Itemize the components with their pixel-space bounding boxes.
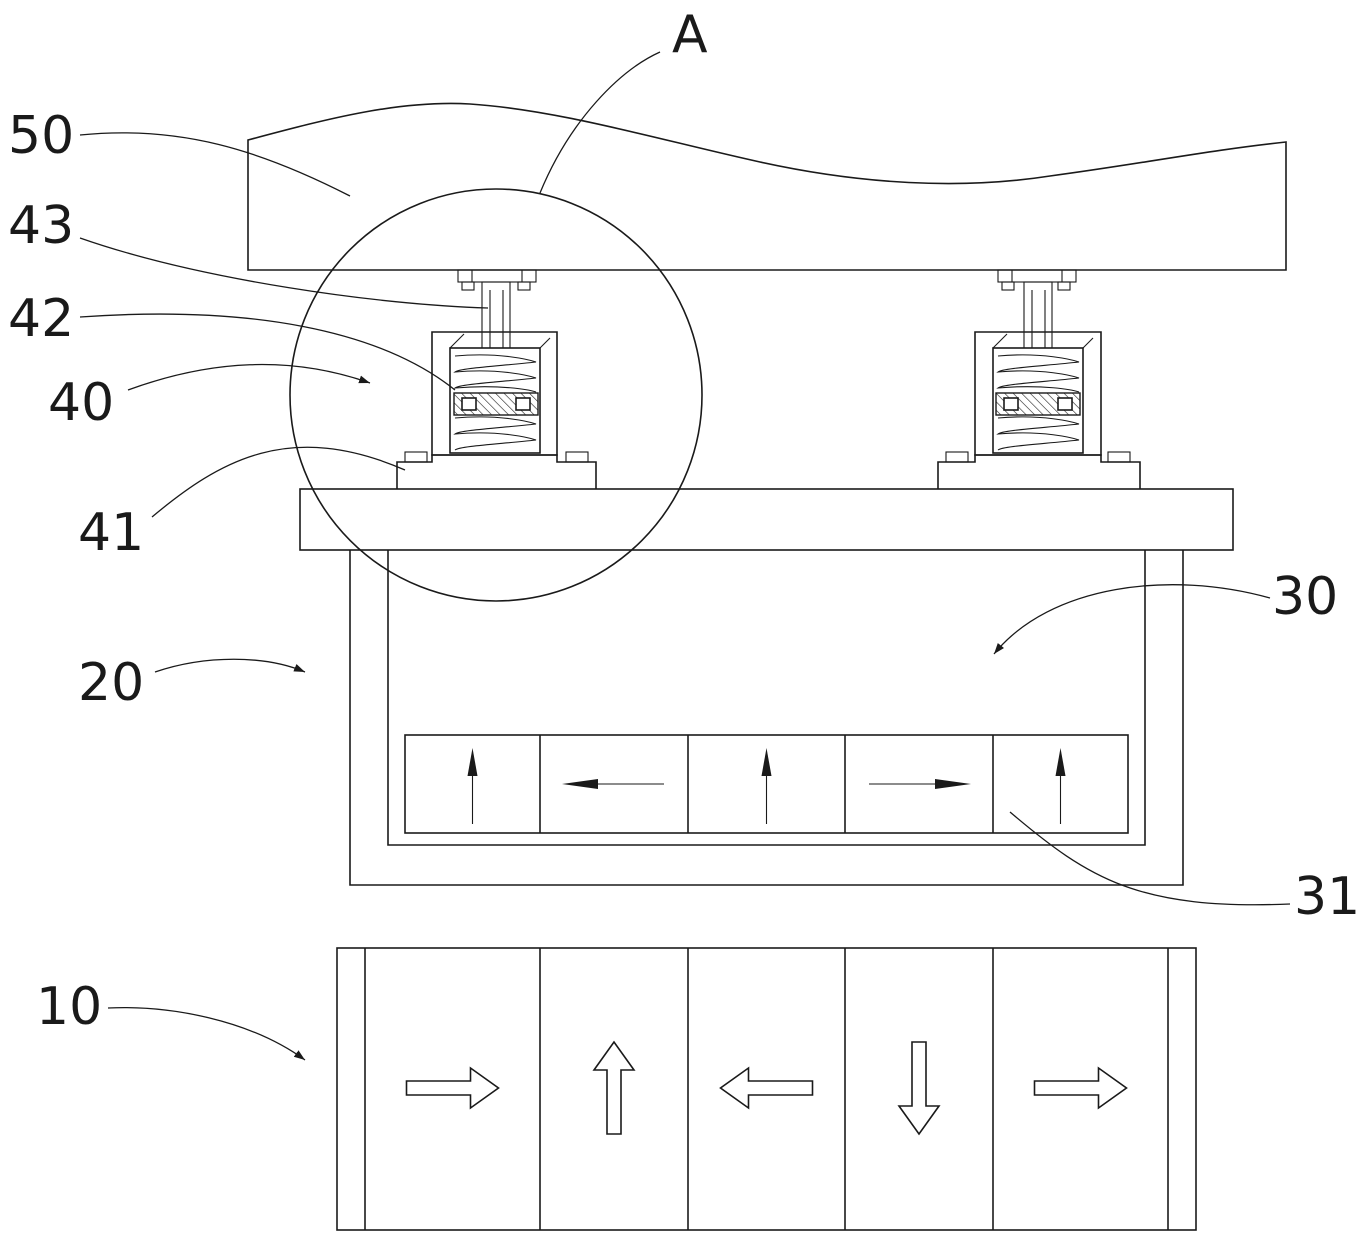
track-10-arrow-down [899, 1042, 939, 1134]
track-10-arrow-left [721, 1068, 813, 1108]
array-31-arrow-up [762, 748, 772, 824]
leader-A [540, 52, 660, 193]
label-50: 50 [8, 106, 74, 166]
leader-40 [128, 365, 370, 390]
array-31-arrow-up [1056, 748, 1066, 824]
magnet-track-10 [337, 948, 1196, 1230]
track-10-frame [337, 948, 1196, 1230]
track-10-arrow-up [594, 1042, 634, 1134]
label-30: 30 [1272, 567, 1338, 627]
track-10-arrow-right [407, 1068, 499, 1108]
array-31-arrow-up [468, 748, 478, 824]
leader-50 [80, 133, 350, 196]
part-50-plate [248, 103, 1286, 270]
spring-assembly-right [938, 270, 1140, 490]
label-a: A [672, 5, 708, 65]
mounting-plate [300, 489, 1233, 550]
spring-assembly-left [397, 270, 596, 490]
leader-42 [80, 314, 455, 390]
leader-30 [994, 585, 1270, 654]
label-20: 20 [78, 653, 144, 713]
label-40: 40 [48, 373, 114, 433]
label-41: 41 [78, 503, 144, 563]
array-31-arrow-left [562, 779, 664, 789]
label-43: 43 [8, 196, 74, 256]
magnet-array-31 [405, 735, 1128, 833]
leader-10 [108, 1008, 305, 1060]
leader-43 [80, 238, 488, 308]
array-31-arrow-right [869, 779, 971, 789]
leader-20 [155, 659, 305, 672]
track-10-arrow-right [1035, 1068, 1127, 1108]
label-31: 31 [1294, 867, 1360, 927]
label-10: 10 [36, 977, 102, 1037]
leader-31 [1010, 812, 1290, 905]
label-42: 42 [8, 289, 74, 349]
